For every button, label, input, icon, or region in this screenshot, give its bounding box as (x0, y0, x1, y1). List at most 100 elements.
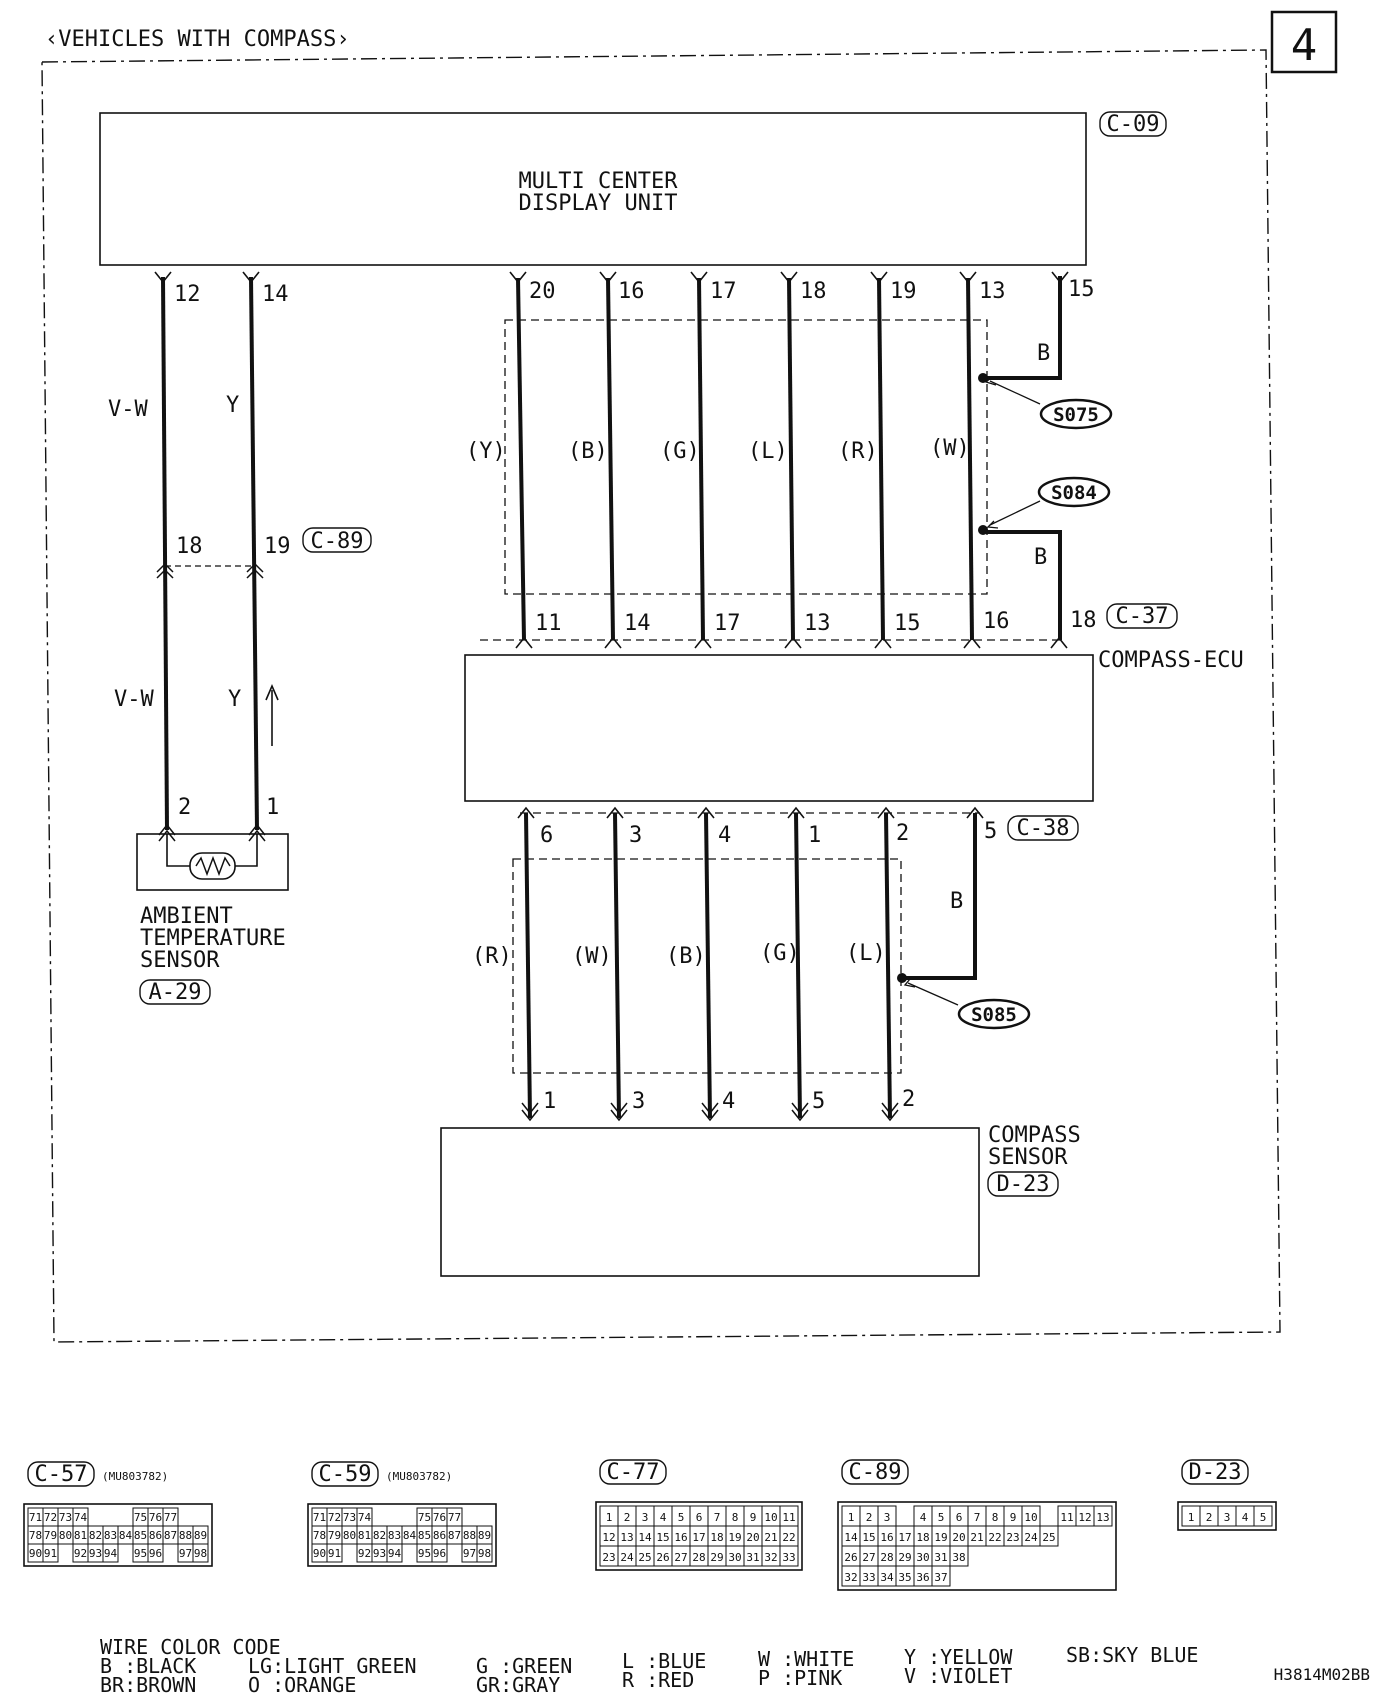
connector-c09-label: C-09 (1107, 112, 1160, 137)
legend-title: WIRE COLOR CODE (100, 1635, 281, 1659)
wire-blue-lower (884, 812, 892, 1119)
legend-item-orange: O :ORANGE (248, 1673, 356, 1694)
ground-wire-bottom (898, 813, 977, 980)
sensor-terminal-5 (791, 1102, 809, 1122)
connector-cavity-number: 84 (403, 1529, 417, 1542)
ecu-pin-11: 11 (535, 611, 562, 636)
mcdu-box (99, 112, 1087, 266)
ecu-pin-16: 16 (983, 609, 1010, 634)
connector-cavity (147, 1543, 164, 1563)
connector-face-housing-c57 (23, 1503, 213, 1567)
connector-cavity-number: 78 (313, 1529, 326, 1542)
connector-cavity-number: 20 (952, 1531, 965, 1544)
connector-cavity-number: 78 (29, 1529, 42, 1542)
connector-face-tag-c77 (599, 1459, 667, 1485)
connector-cavity-number: 6 (696, 1511, 703, 1524)
pin-terminal-13 (959, 271, 977, 284)
legend-item-green: G :GREEN (476, 1654, 572, 1678)
sensor-pin-1: 1 (543, 1089, 556, 1114)
connector-cavity-number: 14 (844, 1531, 858, 1544)
connector-cavity-number: 31 (746, 1551, 759, 1564)
shield-bottom (512, 858, 902, 1074)
wire-color-W-lower: (W) (572, 944, 612, 969)
ecu-terminal-1 (787, 806, 805, 819)
pin-terminal-1 (248, 823, 266, 842)
mcdu-pin-13: 13 (979, 279, 1006, 304)
connector-cavity-number: 87 (164, 1529, 177, 1542)
splice-badge-s075 (1039, 398, 1113, 430)
connector-cavity-number: 80 (59, 1529, 72, 1542)
connector-cavity-number: 83 (104, 1529, 117, 1542)
connector-cavity-number: 73 (343, 1511, 356, 1524)
sensor-pin-3: 3 (632, 1089, 645, 1114)
connector-cavity-number: 25 (638, 1551, 651, 1564)
thermistor-icon (189, 852, 236, 880)
pin-terminal-19-top (870, 271, 888, 284)
ambient-sensor-label-3: SENSOR (140, 948, 220, 973)
connector-cavity (779, 1545, 799, 1567)
connector-cavity-number: 98 (194, 1547, 207, 1560)
connector-cavity-number: 28 (692, 1551, 705, 1564)
compass-ecu-label: COMPASS-ECU (1098, 648, 1244, 673)
connector-cavity-number: 86 (433, 1529, 446, 1542)
connector-cavity-number: 31 (934, 1551, 947, 1564)
connector-cavity-number: 3 (1224, 1511, 1231, 1524)
connector-c89-label: C-89 (311, 529, 364, 554)
connector-cavity-number: 92 (358, 1547, 371, 1560)
splice-pointer-s085 (907, 982, 959, 1006)
connector-cavity-number: 16 (880, 1531, 893, 1544)
connector-cavity-number: 2 (1206, 1511, 1213, 1524)
connector-cavity-number: 6 (956, 1511, 963, 1524)
sensor-pin-4: 4 (722, 1089, 735, 1114)
connector-cavity-number: 16 (674, 1531, 687, 1544)
splice-arrow-s085 (903, 978, 916, 988)
connector-cavity-number: 96 (149, 1547, 162, 1560)
connector-cavity-number: 92 (74, 1547, 87, 1560)
connector-cavity-number: 13 (1096, 1511, 1109, 1524)
wire-red-lower (524, 812, 532, 1119)
connector-face-housing-c89 (837, 1501, 1117, 1591)
splice-point-s084 (978, 525, 988, 535)
connector-cavity (931, 1565, 951, 1587)
pin-terminal-17 (690, 271, 708, 284)
ecu-pin-13: 13 (804, 611, 831, 636)
connector-face-tag-c89 (841, 1459, 909, 1485)
splice-pointer-s075 (989, 380, 1041, 405)
ecu-pin-14: 14 (624, 611, 651, 636)
connector-cavity-number: 9 (1010, 1511, 1017, 1524)
connector-cavity-number: 15 (862, 1531, 875, 1544)
mcdu-pin-20: 20 (529, 279, 556, 304)
connector-cavity-number: 81 (74, 1529, 87, 1542)
wire-color-R: (R) (838, 439, 878, 464)
mcdu-pin-17: 17 (710, 279, 737, 304)
ecu-terminal-13 (784, 636, 802, 649)
connector-cavity-number: 72 (328, 1511, 341, 1524)
connector-cavity-number: 33 (782, 1551, 795, 1564)
connector-cavity-number: 30 (728, 1551, 741, 1564)
wire-white (966, 277, 974, 641)
connector-cavity-number: 72 (44, 1511, 57, 1524)
connector-cavity-number: 79 (44, 1529, 57, 1542)
connector-face-tag-d23 (1181, 1459, 1249, 1485)
connector-cavity-number: 93 (373, 1547, 386, 1560)
connector-cavity-number: 75 (134, 1511, 147, 1524)
connector-tag-c37 (1106, 603, 1178, 629)
pin-18-label: 18 (176, 534, 203, 559)
splice-arrow-s075 (984, 376, 997, 386)
connector-tag-c38 (1007, 815, 1079, 841)
left-wire-group: 12 14 V-W Y 18 19 C-89 V-W Y 2 1 (108, 271, 372, 842)
connector-cavity-number: 23 (602, 1551, 615, 1564)
connector-cavity-number: 12 (602, 1531, 615, 1544)
connector-cavity-number: 12 (1078, 1511, 1091, 1524)
wire-yellow (516, 277, 526, 641)
connector-cavity-number: 80 (343, 1529, 356, 1542)
sensor-terminal-1 (521, 1102, 539, 1122)
ecu-pin-3: 3 (629, 823, 642, 848)
ecu-pin-4: 4 (718, 823, 731, 848)
connector-cavity-number: 97 (463, 1547, 476, 1560)
connector-cavity-number: 26 (844, 1551, 857, 1564)
connector-cavity-number: 24 (1024, 1531, 1038, 1544)
connector-cavity-number: 91 (44, 1547, 57, 1560)
ecu-pin-2: 2 (896, 821, 909, 846)
connector-cavity-number: 7 (714, 1511, 721, 1524)
